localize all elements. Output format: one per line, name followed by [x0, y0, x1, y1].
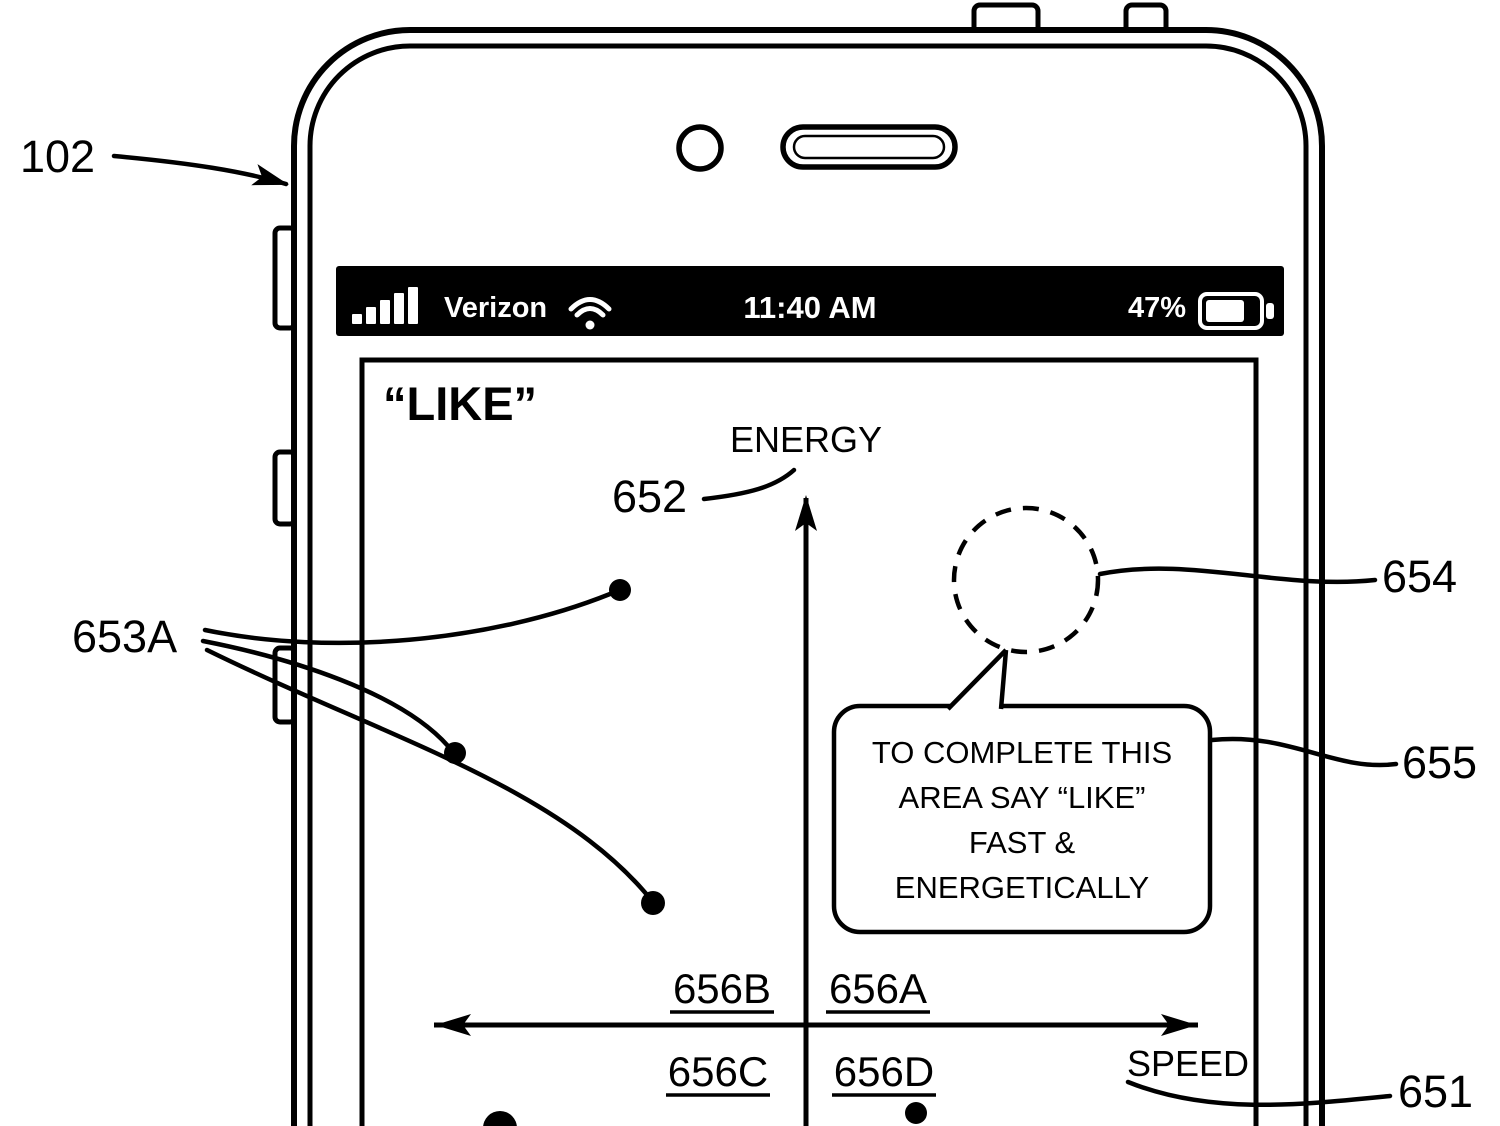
- voice-dot: [483, 1111, 517, 1126]
- callout-line-1: TO COMPLETE THIS: [872, 735, 1172, 770]
- ref-label-652: 652: [612, 471, 687, 522]
- ref-652-leader: [701, 467, 797, 502]
- signal-bars-icon: [352, 287, 418, 324]
- carrier-label: Verizon: [444, 292, 547, 324]
- wifi-icon: [568, 297, 612, 330]
- energy-axis-label: ENERGY: [730, 419, 882, 460]
- callout-bubble: [831, 703, 1213, 935]
- ref-654-leader: [1097, 566, 1378, 585]
- target-area-circle: [951, 505, 1101, 655]
- quadrant-label-656B: 656B: [673, 965, 771, 1012]
- quadrant-label-656A: 656A: [829, 965, 927, 1012]
- screen: “LIKE” ENERGY SPEED 656B 656A 656C 656D: [359, 357, 1259, 1126]
- ref-102-arrow: [111, 153, 289, 187]
- callout-text: TO COMPLETE THIS AREA SAY “LIKE” FAST & …: [872, 735, 1172, 905]
- prompt-word-label: “LIKE”: [383, 377, 537, 430]
- speaker-inner-icon: [792, 134, 946, 160]
- instruction-callout: TO COMPLETE THIS AREA SAY “LIKE” FAST & …: [831, 648, 1213, 935]
- ref-653A-leader-2: [200, 638, 451, 749]
- status-bar-background: [336, 266, 1284, 336]
- quadrant-labels: 656B 656A 656C 656D: [666, 965, 936, 1097]
- speed-axis-label: SPEED: [1127, 1043, 1249, 1084]
- callout-line-2: AREA SAY “LIKE”: [899, 780, 1146, 815]
- status-bar: Verizon 11:40 AM 47%: [336, 266, 1284, 336]
- battery-percent-label: 47%: [1128, 292, 1186, 324]
- ref-653A-leader-1: [202, 591, 613, 646]
- ref-651-leader: [1125, 1079, 1393, 1108]
- ref-label-655: 655: [1402, 737, 1477, 788]
- voice-dot: [905, 1102, 927, 1124]
- ref-label-651: 651: [1398, 1066, 1473, 1117]
- callout-line-3: FAST &: [969, 825, 1076, 860]
- ref-653A-leader-3: [204, 647, 651, 899]
- front-camera-icon: [676, 124, 724, 172]
- ref-label-654: 654: [1382, 551, 1457, 602]
- clock-label: 11:40 AM: [743, 290, 876, 325]
- ref-655-leader: [1209, 736, 1399, 768]
- reference-annotations: 102 652 653A 654 655 651: [20, 131, 1477, 1117]
- battery-icon: [1198, 292, 1274, 330]
- ref-label-653A: 653A: [72, 611, 177, 662]
- quadrant-label-656D: 656D: [834, 1048, 934, 1095]
- callout-line-4: ENERGETICALLY: [895, 870, 1149, 905]
- voice-dot: [609, 579, 631, 601]
- ref-label-102: 102: [20, 131, 95, 182]
- quadrant-label-656C: 656C: [668, 1048, 768, 1095]
